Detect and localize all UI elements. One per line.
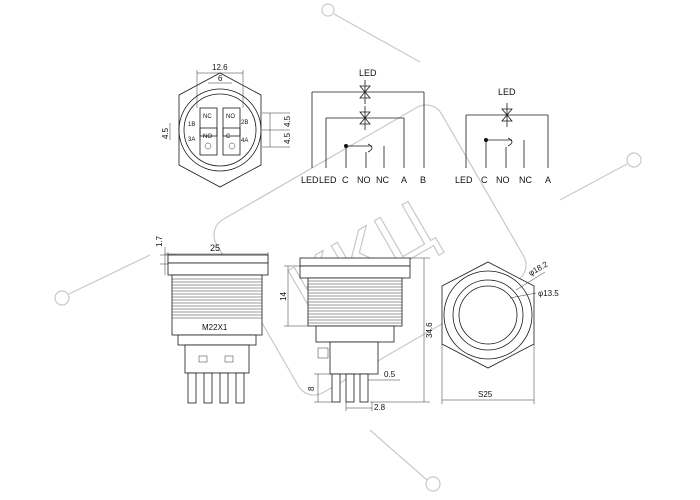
dim-width: 12.6 (212, 63, 228, 72)
side2-dim-05: 0.5 (384, 370, 396, 379)
schem-a-term-4: NO (357, 175, 371, 185)
wiring-schematic-a: LED LED LED C NO NC A B (301, 68, 426, 185)
thread-label: M22X1 (202, 323, 228, 332)
dim-right-bot: 4.5 (283, 132, 292, 144)
pin-code-1: 1B (188, 122, 195, 128)
schematic-a-led-label: LED (359, 68, 377, 78)
pin-code-4: 4A (241, 138, 248, 144)
schem-b-term-2: C (481, 175, 488, 185)
pin-code-2: 2B (241, 120, 248, 126)
schem-b-term-4: NC (519, 175, 532, 185)
schem-b-term-5: A (545, 175, 551, 185)
pin-label-4: C (226, 134, 231, 140)
schem-a-term-2: LED (319, 175, 337, 185)
front-dim-inner: φ13.5 (538, 289, 559, 298)
side2-dim-8: 8 (307, 386, 316, 391)
pin-label-3: NO (203, 134, 212, 140)
schem-b-term-3: NO (496, 175, 510, 185)
side-view-left: 1.7 25 M22X1 (155, 235, 269, 404)
side2-dim-28: 2.8 (374, 403, 386, 412)
schem-b-term-1: LED (455, 175, 473, 185)
dim-right-top: 4.5 (283, 115, 292, 127)
rear-pin-view: NC NO NO C 1B 2B 3A 4A 12.6 6 4.5 4.5 4.… (161, 63, 292, 188)
schem-a-term-6: A (401, 175, 407, 185)
side-dim-top: 1.7 (155, 235, 164, 247)
pin-code-3: 3A (188, 137, 195, 143)
front-dim-outer: φ18.2 (527, 259, 550, 277)
pin-label-2: NO (226, 114, 235, 120)
schem-a-term-1: LED (301, 175, 319, 185)
watermark-logo: ККЦ (54, 3, 642, 492)
side-dim-width: 25 (210, 243, 220, 253)
side2-dim-14: 14 (279, 292, 288, 301)
side-view-middle: 14 34.6 8 0.5 2.8 (279, 257, 434, 412)
schem-a-term-7: B (420, 175, 426, 185)
schematic-b-led-label: LED (498, 87, 516, 97)
pin-label-1: NC (203, 114, 212, 120)
side2-dim-346: 34.6 (425, 322, 434, 338)
front-dim-s: S25 (478, 390, 493, 399)
wiring-schematic-b: LED LED C NO NC A (455, 87, 551, 185)
thread-lines (172, 278, 262, 319)
front-view: φ18.2 φ13.5 S25 (441, 259, 559, 404)
schem-a-term-3: C (342, 175, 349, 185)
dim-left: 4.5 (161, 127, 170, 139)
dim-inner: 6 (218, 74, 223, 83)
schem-a-term-5: NC (376, 175, 389, 185)
